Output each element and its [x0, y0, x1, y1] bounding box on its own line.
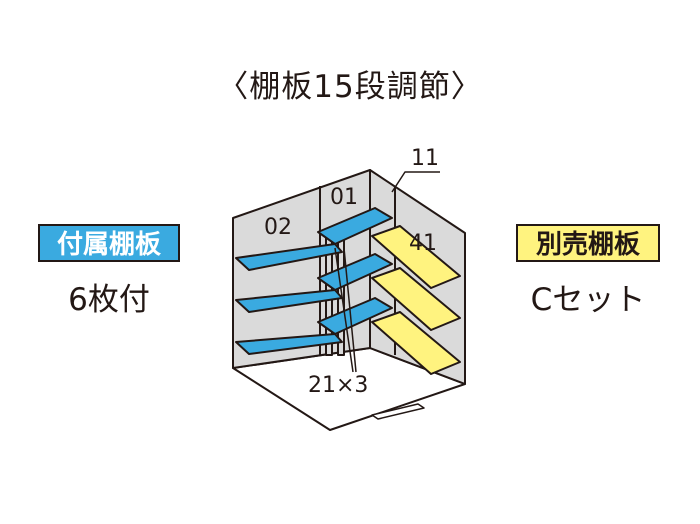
page-title: 〈棚板15段調節〉 [217, 69, 483, 105]
posts-label: 21×3 [308, 373, 368, 398]
included-shelf-bottom-left [235, 333, 343, 355]
included-shelf-top-left [235, 243, 343, 271]
optional-shelf-top [371, 225, 461, 289]
door-track [371, 403, 425, 420]
included-shelf-middle-back [317, 253, 393, 291]
optional-shelf-bottom [371, 311, 461, 375]
included-shelf-top-back [317, 207, 393, 245]
back-wall-label: 01 [330, 185, 358, 210]
optional-shelves-set: Cセット [530, 282, 646, 318]
included-shelves-count: 6枚付 [68, 282, 150, 318]
optional-shelf-middle [371, 267, 461, 331]
corner-label: 11 [411, 146, 439, 171]
posts-leader-line-left [334, 247, 354, 373]
posts-leader-line-right [343, 247, 357, 373]
corner-leader-line [391, 171, 440, 193]
right-wall-label: 41 [409, 231, 437, 256]
left-wall-label: 02 [264, 215, 292, 240]
optional-shelves-badge: 別売棚板 [516, 224, 660, 262]
included-shelf-bottom-back [317, 297, 393, 335]
included-shelves-badge: 付属棚板 [38, 224, 180, 262]
